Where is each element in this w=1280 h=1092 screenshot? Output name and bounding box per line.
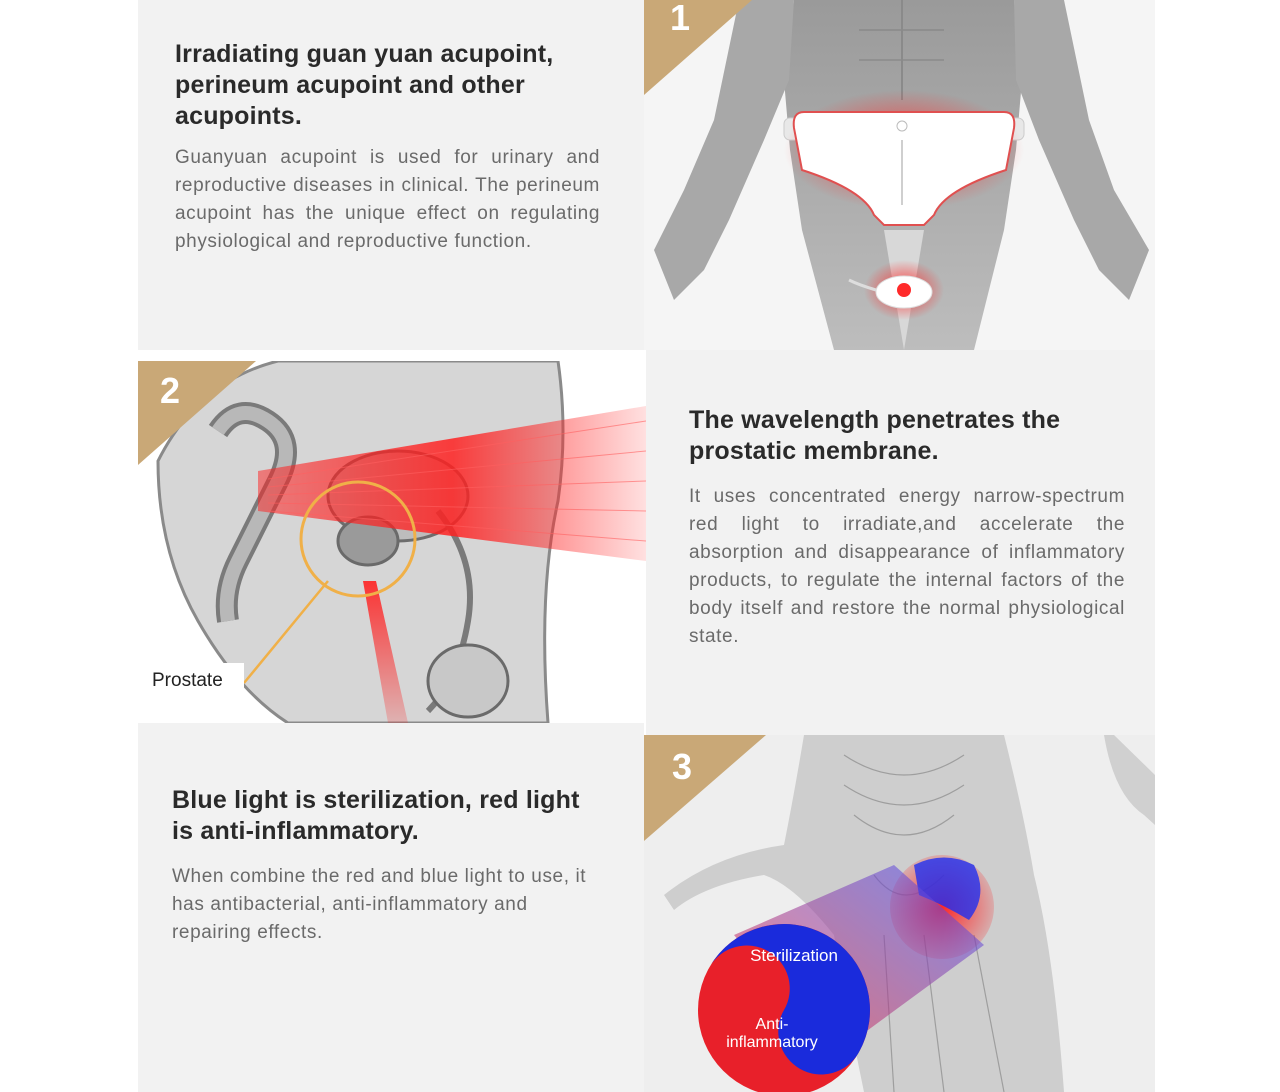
section-1-number: 1 — [670, 0, 691, 38]
prostate-label: Prostate — [152, 670, 223, 691]
section-3-image: Sterilization Anti- inflammatory 3 — [644, 735, 1155, 1092]
section-2-text-panel: The wavelength penetrates the prostatic … — [646, 350, 1155, 735]
section-2-number: 2 — [160, 370, 181, 411]
section-2-image: Prostate 2 — [138, 361, 646, 723]
sterilization-label: Sterilization — [750, 946, 838, 965]
section-3-heading: Blue light is sterilization, red light i… — [172, 786, 580, 845]
section-2-heading: The wavelength penetrates the prostatic … — [689, 406, 1061, 465]
section-2-body: It uses concentrated energy narrow-spect… — [689, 486, 1125, 647]
section-3-body: When combine the red and blue light to u… — [172, 866, 587, 943]
anti-inflammatory-label-line-2: inflammatory — [726, 1034, 818, 1051]
section-3-number: 3 — [672, 746, 693, 787]
section-3-text-panel: Blue light is sterilization, red light i… — [138, 723, 644, 1092]
pelvis-cross-section-illustration: Prostate — [138, 361, 646, 723]
xray-body-light-therapy-illustration: Sterilization Anti- inflammatory — [644, 735, 1155, 1092]
section-1-body: Guanyuan acupoint is used for urinary an… — [175, 147, 600, 252]
section-1-text-panel: Irradiating guan yuan acupoint, perineum… — [138, 0, 644, 350]
section-1-heading: Irradiating guan yuan acupoint, perineum… — [175, 40, 554, 130]
anti-inflammatory-label-line-1: Anti- — [756, 1016, 789, 1033]
body-with-device-illustration — [644, 0, 1155, 350]
section-1-image: 1 — [644, 0, 1155, 350]
